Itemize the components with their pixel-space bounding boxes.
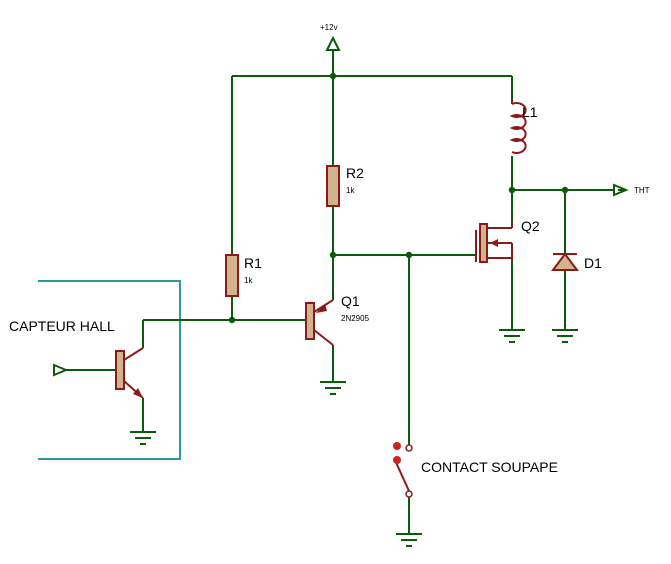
ground-icon (396, 533, 422, 547)
ground-icon (130, 431, 156, 445)
supply-arrow-icon (325, 35, 341, 51)
junction-dots (228, 72, 569, 324)
r2-value: 1k (346, 186, 355, 195)
contact-soupape-label: CONTACT SOUPAPE (421, 459, 558, 475)
resistor-r1 (225, 254, 239, 297)
d1-label: D1 (584, 255, 602, 271)
q2-label: Q2 (521, 218, 540, 234)
q1-label: Q1 (341, 293, 360, 309)
wires (66, 48, 618, 534)
ground-icon (499, 329, 525, 343)
contact-switch (393, 442, 413, 498)
hall-sensor-transistor (115, 347, 144, 399)
mosfet-q2 (475, 222, 513, 263)
diode-d1 (551, 252, 579, 271)
transistor-q1 (305, 299, 334, 346)
ground-icon (552, 329, 578, 343)
hall-input-arrow-icon (53, 363, 69, 377)
supply-label: +12v (320, 23, 338, 32)
capteur-hall-label: CAPTEUR HALL (9, 318, 115, 334)
resistor-r2 (326, 165, 340, 207)
q1-part-label: 2N2905 (341, 314, 370, 323)
ground-icon (320, 381, 346, 395)
l1-label: L1 (522, 104, 538, 120)
r1-label: R1 (244, 255, 262, 271)
sensor-enclosure (38, 280, 181, 460)
r1-value: 1k (244, 276, 253, 285)
inductor-l1 (509, 100, 527, 154)
tht-label: THT (634, 186, 650, 195)
r2-label: R2 (346, 165, 364, 181)
